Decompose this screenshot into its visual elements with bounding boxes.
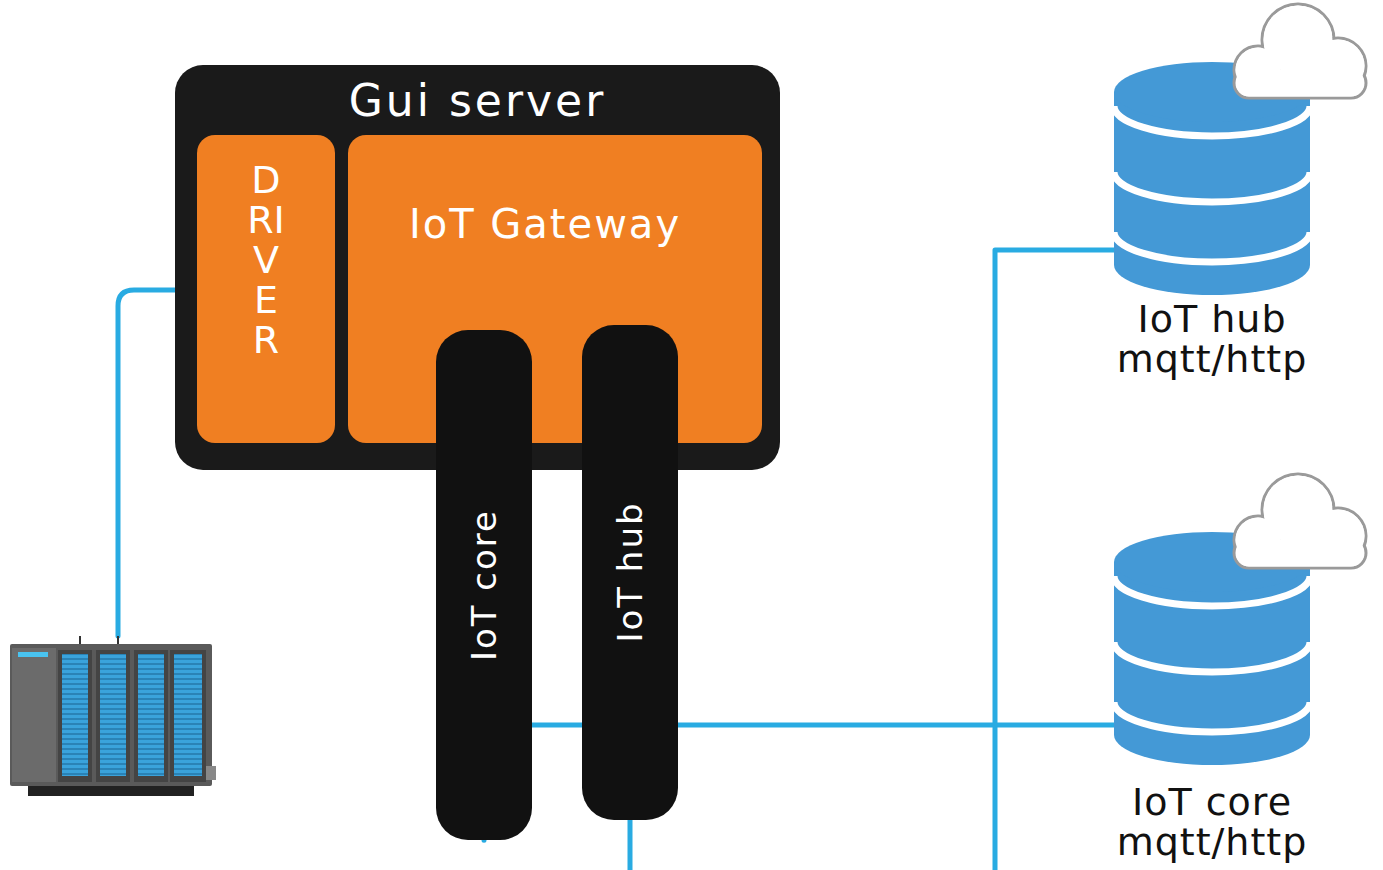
cloud-database: IoT core mqtt/http <box>1112 530 1312 870</box>
gateway-box: IoT coreIoT hubIoT Gateway <box>348 135 762 443</box>
cloud-icon <box>1234 4 1366 98</box>
database-cylinder <box>1112 60 1312 300</box>
connector-pill: IoT hub <box>582 325 678 820</box>
database-cylinder <box>1112 530 1312 770</box>
box-heading: Gui server <box>175 65 780 126</box>
rotated-label: IoT hub <box>610 502 650 643</box>
database-label: IoT core mqtt/http <box>1082 783 1342 863</box>
plc-device <box>10 636 216 796</box>
connector-line <box>484 725 1114 840</box>
vertical-label: DRIVER <box>247 135 285 360</box>
cloud-database: IoT hub mqtt/http <box>1112 60 1312 390</box>
box-heading: IoT Gateway <box>348 135 762 247</box>
server-box: DRIVER IoT coreIoT hubIoT Gateway Gui serv… <box>175 65 780 470</box>
connector-pill: IoT core <box>436 330 532 840</box>
rotated-label: IoT core <box>464 509 504 661</box>
driver-box: DRIVER <box>197 135 335 443</box>
cloud-icon <box>1234 474 1366 568</box>
database-label: IoT hub mqtt/http <box>1082 300 1342 380</box>
